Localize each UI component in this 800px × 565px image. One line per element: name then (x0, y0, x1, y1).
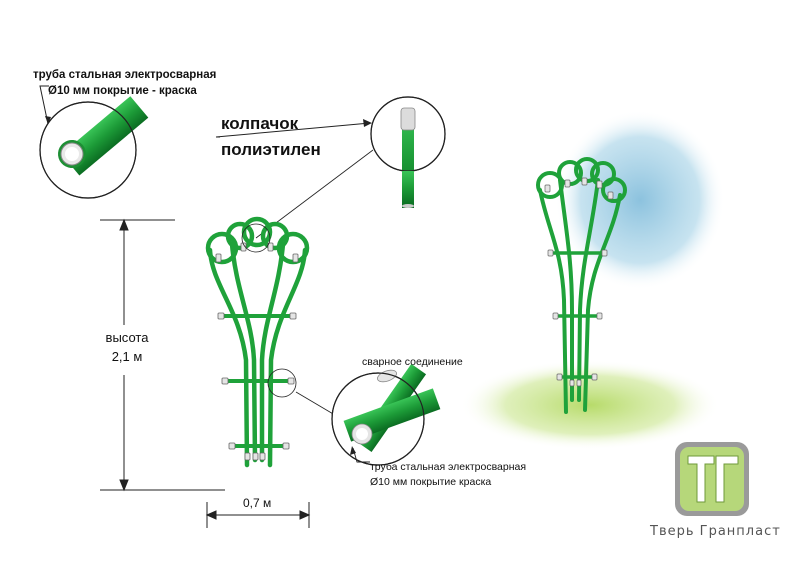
width-dimension (205, 502, 311, 528)
grass-blob (460, 360, 720, 450)
cap-label-line1: колпачок (221, 114, 299, 133)
cap-detail (215, 96, 446, 239)
height-value: 2,1 м (111, 349, 143, 364)
pipe-top-label-line2: Ø10 мм покрытие - краска (48, 85, 197, 97)
height-dimension (100, 218, 225, 492)
cap-label-line2: полиэтилен (221, 140, 321, 159)
sky-blob (555, 110, 725, 290)
trellis-perspective-caps (544, 177, 614, 387)
company-logo (675, 442, 749, 516)
weld-detail (295, 363, 441, 466)
company-name: Тверь Гранпласт (650, 524, 781, 539)
weld-highlight-circle (267, 368, 297, 398)
weld-label: сварное соединение (362, 356, 463, 368)
pipe-bottom-label-line1: труба стальная электросварная (370, 461, 527, 473)
trellis-main (205, 216, 310, 468)
loop-highlight-circle (241, 223, 271, 253)
trellis-caps (215, 242, 299, 461)
pipe-bottom-label-line2: Ø10 мм покрытие краска (370, 476, 492, 488)
pipe-top-label-line1: труба стальная электросварная (33, 69, 217, 81)
height-label: высота (105, 330, 149, 345)
pipe-detail-top (39, 85, 149, 199)
width-label: 0,7 м (243, 496, 272, 510)
